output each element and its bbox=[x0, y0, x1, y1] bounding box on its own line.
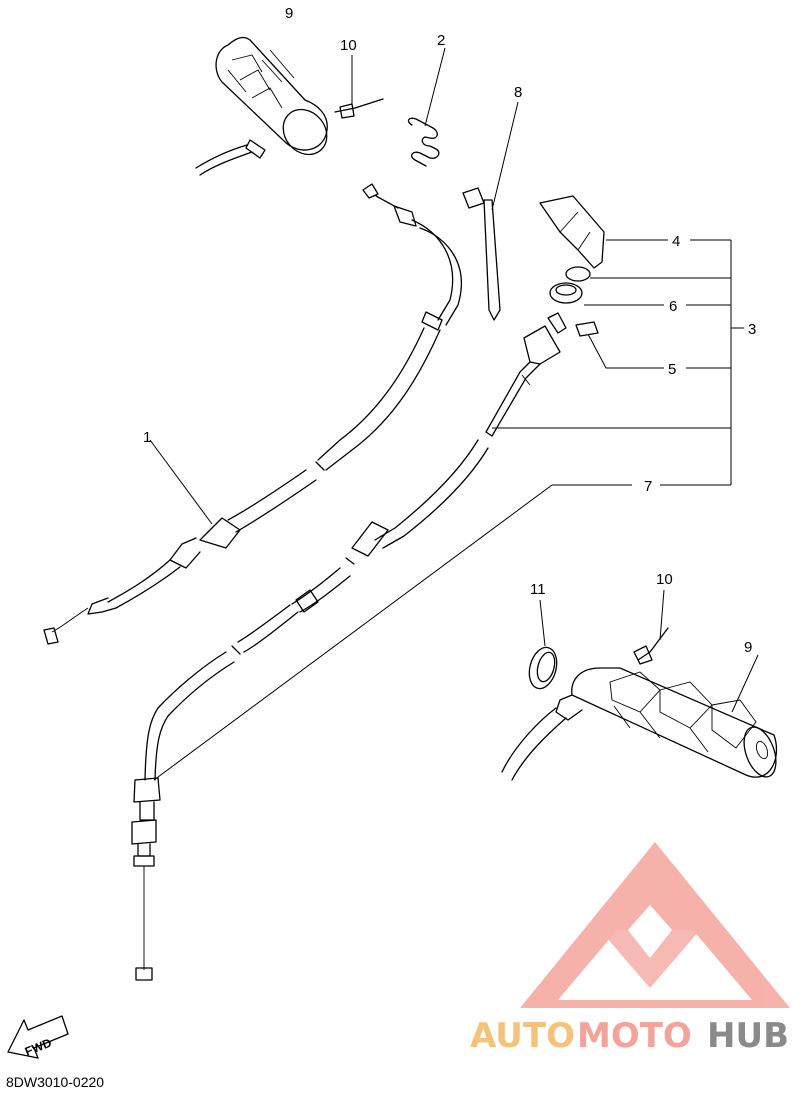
watermark-hub: HUB bbox=[707, 1016, 789, 1056]
callout-1: 1 bbox=[143, 429, 151, 446]
callout-9-bottom: 9 bbox=[744, 639, 752, 656]
clutch-cable bbox=[43, 183, 462, 645]
watermark-logo-icon bbox=[520, 842, 790, 1008]
right-grip bbox=[501, 654, 778, 781]
callout-10-top: 10 bbox=[340, 37, 357, 54]
ring-part bbox=[528, 599, 558, 690]
callout-11: 11 bbox=[530, 581, 546, 598]
pin-top bbox=[334, 55, 384, 119]
throttle-cable-lower bbox=[131, 439, 632, 981]
cable-tie bbox=[462, 101, 519, 321]
callout-6: 6 bbox=[669, 298, 677, 315]
watermark-auto: AUTO bbox=[470, 1016, 575, 1056]
diagram-code: 8DW3010-0220 bbox=[6, 1074, 105, 1090]
callout-2: 2 bbox=[437, 32, 445, 49]
throttle-bracket bbox=[539, 195, 605, 337]
watermark-moto: MOTO bbox=[577, 1016, 692, 1056]
callout-3: 3 bbox=[748, 321, 756, 338]
clip-part bbox=[407, 47, 446, 167]
fwd-arrow-icon: FWD bbox=[7, 1015, 69, 1059]
callout-7: 7 bbox=[644, 478, 652, 495]
callout-8: 8 bbox=[514, 84, 522, 101]
callout-4: 4 bbox=[672, 233, 680, 250]
pin-bottom bbox=[633, 589, 669, 665]
callout-5: 5 bbox=[668, 361, 676, 378]
callout-10-bottom: 10 bbox=[656, 571, 673, 588]
callout-9-top: 9 bbox=[285, 5, 293, 22]
left-grip bbox=[195, 36, 328, 176]
fwd-label: FWD bbox=[23, 1035, 54, 1058]
callout-3-bracket bbox=[492, 239, 744, 486]
throttle-cable-upper bbox=[485, 312, 567, 437]
